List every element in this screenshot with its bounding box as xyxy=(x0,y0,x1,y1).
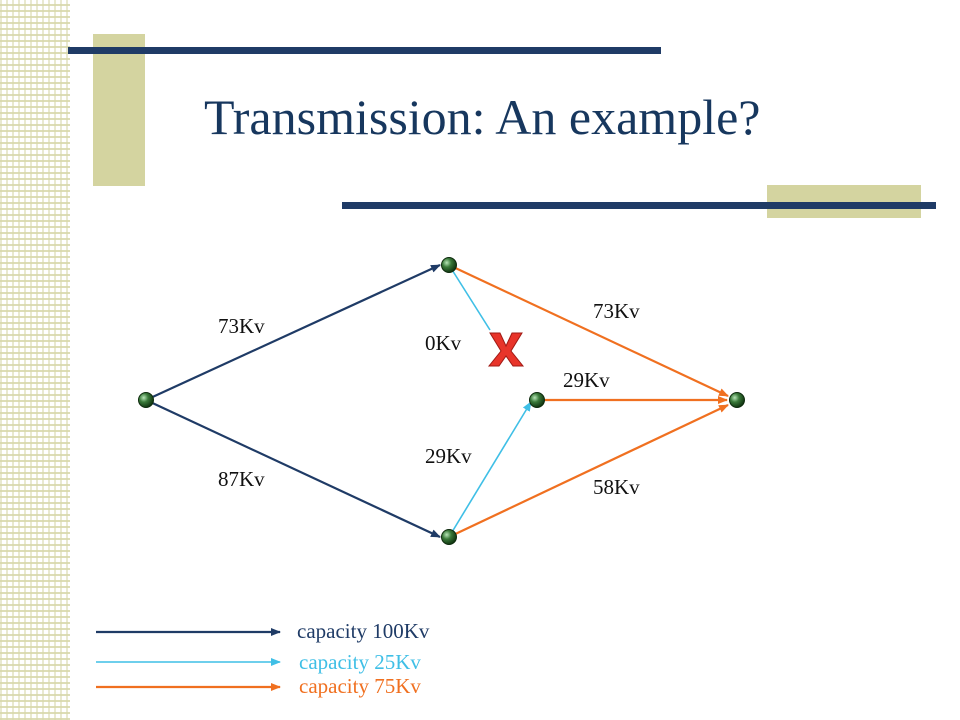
edge-label-top-sink: 73Kv xyxy=(593,299,640,323)
edge-label-source-top: 73Kv xyxy=(218,314,265,338)
edge-top-to-sink xyxy=(448,264,729,397)
failure-x-icon xyxy=(487,332,525,367)
deco-bar-bottom xyxy=(342,202,936,209)
node-middle xyxy=(529,392,545,408)
edge-bottom-to-sink xyxy=(448,404,729,538)
deco-block-top xyxy=(93,34,145,186)
node-bottom xyxy=(441,529,457,545)
legend-label-75: capacity 75Kv xyxy=(299,674,421,698)
edge-label-source-bottom: 87Kv xyxy=(218,467,265,491)
node-source xyxy=(138,392,154,408)
edge-label-bottom-sink: 58Kv xyxy=(593,475,640,499)
page-title: Transmission: An example? xyxy=(204,89,761,145)
deco-bar-top xyxy=(68,47,661,54)
legend-label-25: capacity 25Kv xyxy=(299,650,421,674)
edge-label-bottom-middle: 29Kv xyxy=(425,444,472,468)
edge-label-top-middle: 0Kv xyxy=(425,331,462,355)
edge-source-top xyxy=(145,264,441,401)
edge-label-middle-sink: 29Kv xyxy=(563,368,610,392)
left-pattern-decoration xyxy=(0,0,70,720)
legend-label-100: capacity 100Kv xyxy=(297,619,430,643)
deco-block-right xyxy=(767,185,921,218)
edge-bottom-to-middle xyxy=(448,401,532,538)
edge-source-bottom xyxy=(145,399,441,538)
node-top xyxy=(441,257,457,273)
edge-top-to-middle-failed xyxy=(448,264,491,331)
node-sink xyxy=(729,392,745,408)
